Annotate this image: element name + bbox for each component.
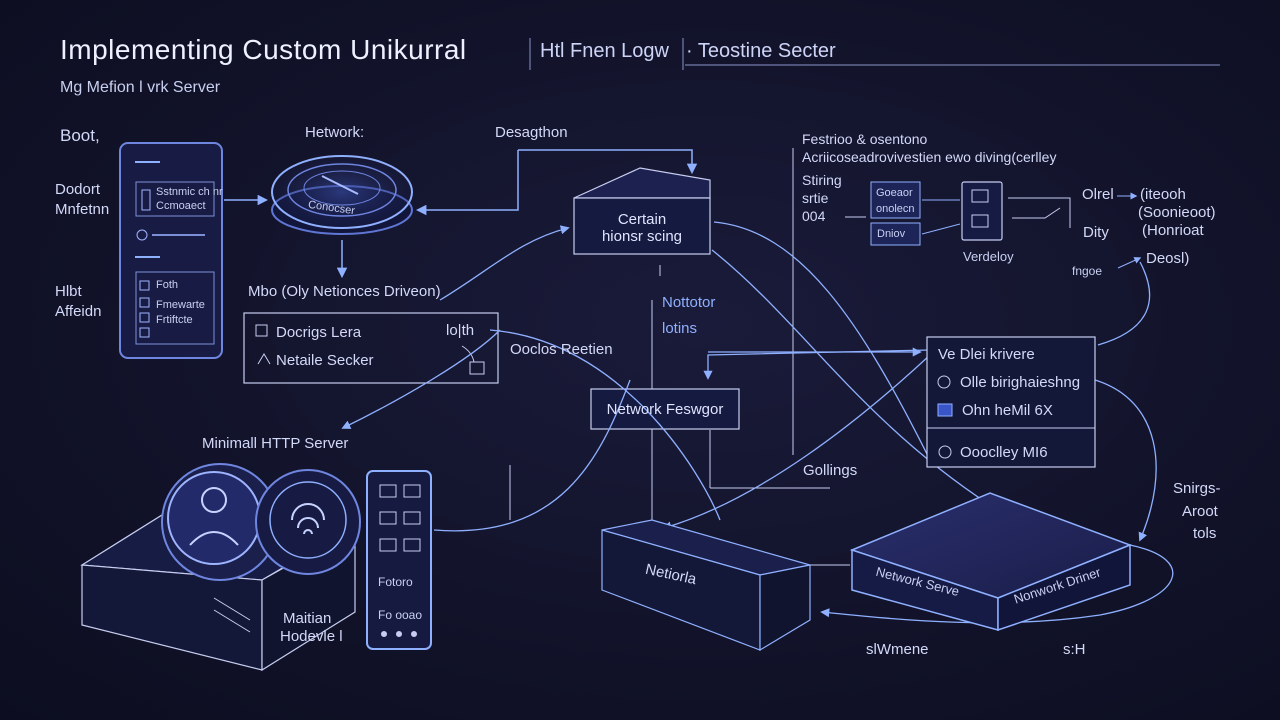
netiorla-box [601, 519, 811, 652]
hlbt-label: Hlbt Affeidn [55, 283, 102, 320]
phone-item-2: Ccmoaect [156, 200, 206, 212]
boot-label: Boot, [60, 126, 100, 145]
left-phone [119, 142, 223, 359]
curve-http-to-network [433, 379, 631, 532]
driver-item-2: Ohn heMil 6X [962, 402, 1053, 419]
network-label: Hetwork: [305, 124, 365, 141]
http-box-text-1: Maitian [283, 610, 332, 627]
mini-box-1-line-2: onolecn [876, 203, 915, 215]
http-phone [366, 470, 432, 650]
fngoe-label: fngoe [1072, 264, 1103, 278]
phone-item-1: Sstnmic ch nr [156, 186, 223, 198]
driver-item-3: Oooclley MI6 [960, 444, 1048, 461]
top-right-heading-1: Festrioo & osentono [802, 131, 928, 147]
output-deosl: Deosl) [1146, 250, 1190, 267]
curve-bottom-loop [820, 544, 1174, 624]
verbosity-label: Verdeloy [963, 249, 1014, 264]
certain-box-line-1: Certain [617, 211, 667, 228]
output-iteooh: (iteooh [1140, 186, 1186, 203]
phone-item-4: Fmewarte [156, 299, 205, 311]
desagthon-label: Desagthon [495, 124, 568, 141]
fingerprint-coin-icon [255, 469, 361, 575]
smirga-2: Aroot [1182, 503, 1218, 520]
bottom-text-1: slWmene [866, 641, 929, 658]
output-dity: Dity [1083, 224, 1109, 241]
gollings-label: Gollings [803, 462, 858, 479]
stiring-label: Stiring [802, 172, 842, 188]
phone-item-5: Frtiftcte [156, 314, 193, 326]
mini-box-1 [870, 181, 921, 219]
network-box-text: Network Feswgor [606, 401, 724, 418]
panel-right-text: lo|th [446, 322, 475, 339]
curve-top-right-loop [1097, 261, 1151, 346]
curve-panel-to-certain [439, 225, 570, 301]
notto-label-2: lotins [662, 320, 698, 337]
curve-right-loop [1094, 379, 1157, 542]
page-title: Implementing Custom Unikurral [60, 34, 467, 65]
curve-panel-to-network [489, 329, 721, 521]
ooclos-label: Ooclos Reetien [510, 341, 613, 358]
bottom-text-2: s:H [1063, 641, 1086, 658]
certain-box-line-2: hionsr scing [601, 228, 683, 245]
output-honrioat: (Honrioat [1142, 222, 1204, 239]
network-panel-box [243, 312, 499, 384]
network-disk [271, 155, 413, 235]
network-server-box [849, 492, 1133, 632]
driver-panel-box [926, 336, 1096, 468]
http-box-text-2: Hodevle l [280, 628, 343, 645]
header-right-text-1: Htl Fnen Logw [540, 40, 669, 62]
phone-item-3: Foth [156, 279, 179, 291]
driven-label: Mbo (Oly Netionces Driveon) [248, 283, 441, 300]
srtie-label: srtie [802, 190, 829, 206]
output-soonieoot: (Soonieoot) [1138, 204, 1216, 221]
http-server-label: Minimall HTTP Server [202, 435, 349, 452]
smirga-1: Snirgs- [1173, 480, 1221, 497]
network-box-center [590, 388, 740, 430]
mini-box-1-line-1: Goeaor [876, 187, 913, 199]
verbosity-device [961, 181, 1003, 241]
user-coin-icon [161, 463, 279, 581]
driver-panel-title: Ve Dlei krivere [938, 346, 1035, 363]
label-004: 004 [802, 208, 826, 224]
smirga-3: tols [1193, 525, 1217, 542]
curve-driver-panel-to-netiorla [662, 354, 931, 531]
curve-certain-to-lower [713, 221, 931, 461]
curve-panel-to-http [341, 329, 501, 429]
top-right-heading-2: Acriicoseadrovivestien ewo diving(cerlle… [802, 149, 1057, 165]
mini-box-2-text: Dniov [877, 228, 906, 240]
page-subtitle: Mg Mefion l vrk Server [60, 79, 221, 96]
http-phone-text-2: Fo ooao [378, 608, 423, 622]
arrow-desag-to-certain [518, 149, 698, 175]
driver-item-1: Olle birighaieshng [960, 374, 1081, 391]
notto-label-1: Nottotor [662, 294, 716, 311]
certain-box [573, 167, 711, 255]
panel-item-1: Docrigs Lera [276, 324, 362, 341]
curve-certain-to-driver-box [711, 249, 992, 506]
header-right-text-2: · Teostine Secter [686, 40, 836, 62]
mini-box-2 [870, 222, 921, 246]
dodort-label: Dodort Mnfetnn [55, 181, 110, 218]
output-olrel: Olrel [1082, 186, 1114, 203]
panel-item-2: Netaile Secker [276, 352, 374, 369]
http-phone-text-1: Fotoro [378, 575, 413, 589]
arrow-desag-to-disk [415, 150, 519, 216]
